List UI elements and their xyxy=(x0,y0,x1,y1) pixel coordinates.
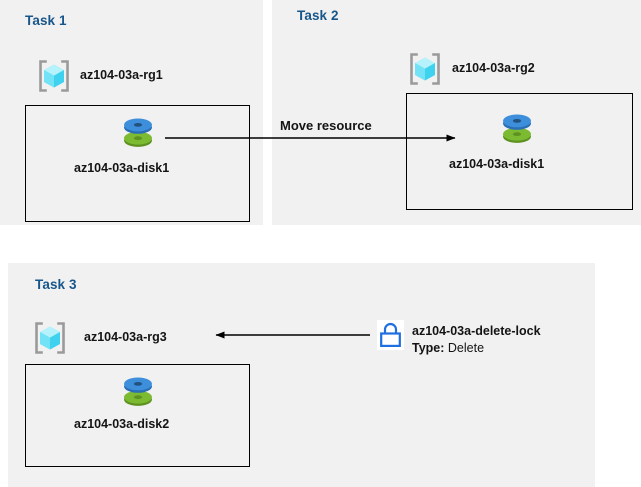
resource-group-cube-icon xyxy=(37,59,71,93)
move-resource-label: Move resource xyxy=(280,118,372,133)
resource-group-boundary-rg1 xyxy=(25,105,250,222)
task-3-title: Task 3 xyxy=(35,277,77,292)
panel-task-1 xyxy=(0,0,263,225)
resource-group-cube-icon xyxy=(408,52,442,86)
resource-label-disk1-moved: az104-03a-disk1 xyxy=(449,157,545,171)
panel-task-2 xyxy=(272,0,641,225)
task-1-title: Task 1 xyxy=(25,13,67,28)
resource-group-boundary-rg2 xyxy=(406,93,633,210)
managed-disk-icon xyxy=(121,373,155,409)
resource-label-disk2: az104-03a-disk2 xyxy=(74,417,170,431)
lock-name-label: az104-03a-delete-lock xyxy=(412,324,541,338)
task-2-title: Task 2 xyxy=(297,8,339,23)
managed-disk-icon xyxy=(121,114,155,150)
managed-disk-icon xyxy=(500,110,534,146)
panel-task-3 xyxy=(8,263,595,487)
lock-type-key: Type: xyxy=(412,341,445,355)
resource-group-label-rg1: az104-03a-rg1 xyxy=(80,68,163,82)
lock-type-value: Delete xyxy=(447,341,485,355)
lock-icon xyxy=(377,320,404,350)
resource-group-boundary-rg3 xyxy=(25,364,250,467)
resource-group-label-rg3: az104-03a-rg3 xyxy=(84,330,167,344)
resource-group-cube-icon xyxy=(33,321,67,355)
lock-type-label: Type: Delete xyxy=(412,341,484,355)
resource-group-label-rg2: az104-03a-rg2 xyxy=(452,61,535,75)
resource-label-disk1: az104-03a-disk1 xyxy=(74,161,170,175)
